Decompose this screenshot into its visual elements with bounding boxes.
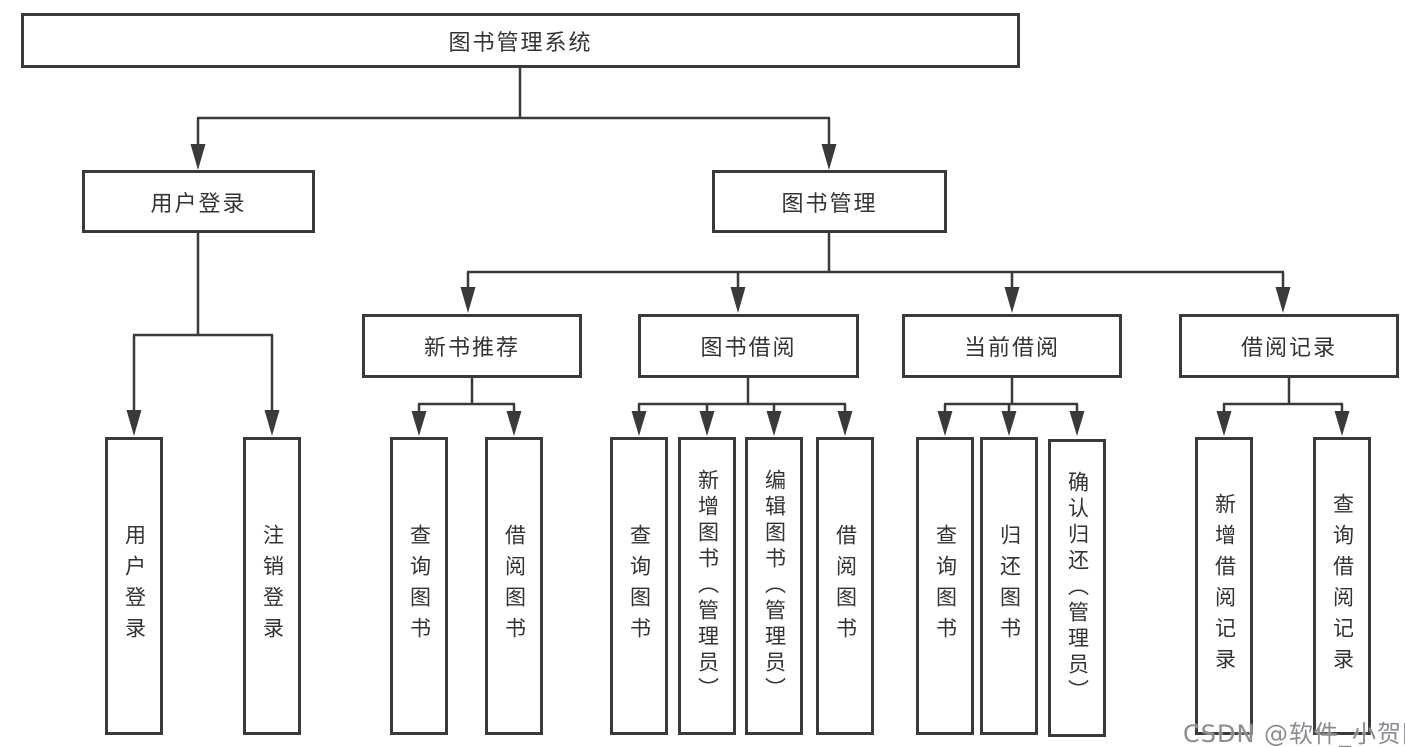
leaf-records-query-record-label: 查询借阅记录 [1330, 493, 1355, 679]
leaf-borrowing-borrow-books-label: 借阅图书 [833, 524, 858, 648]
connector-book-borrowing-branch [631, 378, 853, 436]
leaf-recommend-query-books-label: 查询图书 [407, 524, 432, 648]
leaf-current-return-books: 归还图书 [980, 437, 1038, 735]
leaf-current-confirm-return-admin-label: 确认归还（管理员） [1065, 471, 1090, 705]
leaf-borrowing-add-books-admin: 新增图书（管理员） [678, 437, 736, 735]
leaf-user-login: 用户登录 [105, 437, 163, 735]
node-book-management-label: 图书管理 [781, 191, 878, 217]
leaf-current-query-books-label: 查询图书 [933, 524, 958, 648]
leaf-user-login-label: 用户登录 [122, 524, 147, 648]
connector-user-login-branch [126, 233, 280, 436]
node-current-borrowing: 当前借阅 [902, 314, 1122, 378]
leaf-current-confirm-return-admin: 确认归还（管理员） [1048, 439, 1106, 737]
leaf-recommend-query-books: 查询图书 [390, 437, 448, 735]
node-book-borrowing-label: 图书借阅 [700, 336, 797, 361]
leaf-borrowing-query-books: 查询图书 [610, 437, 668, 735]
node-library-system-label: 图书管理系统 [448, 30, 593, 56]
leaf-borrowing-query-books-label: 查询图书 [627, 524, 652, 648]
node-current-borrowing-label: 当前借阅 [963, 336, 1060, 361]
node-borrow-records: 借阅记录 [1179, 314, 1399, 378]
connector-book-management-branch [460, 233, 1291, 313]
node-library-system: 图书管理系统 [21, 13, 1020, 68]
leaf-borrowing-borrow-books: 借阅图书 [816, 437, 874, 735]
connector-current-borrowing-branch [937, 378, 1085, 436]
node-book-borrowing: 图书借阅 [638, 314, 859, 378]
leaf-current-query-books: 查询图书 [916, 437, 974, 735]
leaf-borrowing-edit-books-admin-label: 编辑图书（管理员） [762, 469, 787, 703]
leaf-borrowing-edit-books-admin: 编辑图书（管理员） [745, 437, 803, 735]
connector-root-to-level1 [190, 68, 837, 170]
leaf-logout-label: 注销登录 [260, 524, 285, 648]
leaf-recommend-borrow-books: 借阅图书 [485, 437, 543, 735]
leaf-logout: 注销登录 [243, 437, 301, 735]
node-new-book-recommend: 新书推荐 [362, 314, 582, 378]
watermark: CSDN @软件_小贺同学 [1183, 720, 1405, 747]
leaf-records-query-record: 查询借阅记录 [1313, 437, 1371, 735]
leaf-recommend-borrow-books-label: 借阅图书 [502, 524, 527, 648]
node-book-management: 图书管理 [712, 170, 947, 233]
node-user-login: 用户登录 [82, 170, 315, 233]
leaf-records-add-record-label: 新增借阅记录 [1212, 493, 1237, 679]
node-new-book-recommend-label: 新书推荐 [423, 336, 520, 361]
leaf-borrowing-add-books-admin-label: 新增图书（管理员） [695, 469, 720, 703]
node-borrow-records-label: 借阅记录 [1240, 336, 1337, 361]
connector-new-book-recommend-branch [411, 378, 522, 436]
leaf-records-add-record: 新增借阅记录 [1195, 437, 1253, 735]
node-user-login-label: 用户登录 [150, 191, 247, 217]
connector-borrow-records-branch [1216, 378, 1350, 436]
leaf-current-return-books-label: 归还图书 [997, 524, 1022, 648]
